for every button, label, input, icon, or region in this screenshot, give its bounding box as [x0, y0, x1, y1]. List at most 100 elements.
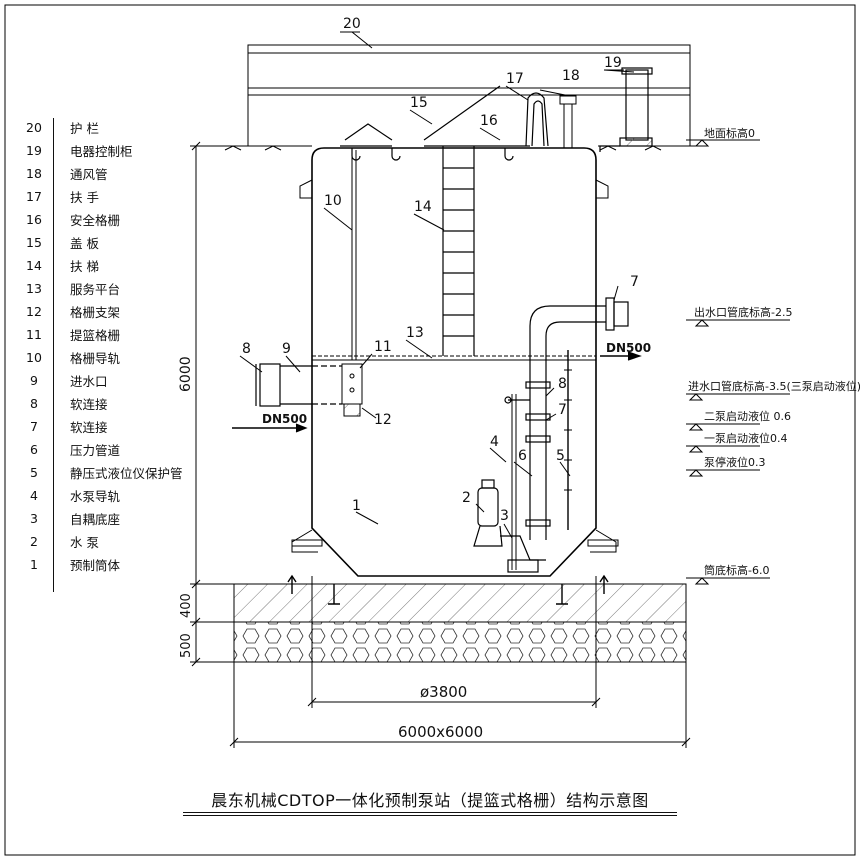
legend-item: 14 扶 梯	[14, 254, 214, 277]
callout-9: 9	[282, 341, 291, 357]
legend-label: 服务平台	[70, 282, 121, 297]
ladder	[442, 146, 475, 356]
callout-5: 5	[556, 448, 565, 464]
legend-item: 1 预制筒体	[14, 553, 214, 576]
legend-label: 进水口	[70, 374, 108, 389]
dim-slab1: 400	[179, 593, 194, 618]
legend-number: 5	[30, 465, 38, 480]
legend-number: 15	[26, 235, 42, 250]
legend-item: 11 提篮格栅	[14, 323, 214, 346]
level-ground: 地面标高0	[704, 126, 755, 140]
dn-inlet: DN500	[262, 412, 307, 426]
legend-label: 提篮格栅	[70, 328, 121, 343]
callout-19: 19	[604, 55, 622, 71]
legend-number: 2	[30, 534, 38, 549]
legend-label: 扶 梯	[70, 259, 99, 274]
callout-6: 6	[518, 448, 527, 464]
callout-13: 13	[406, 325, 424, 341]
callout-18: 18	[562, 68, 580, 84]
callout-1: 1	[352, 498, 361, 514]
callout-8-right: 8	[558, 376, 567, 392]
inlet-pipe	[232, 363, 342, 433]
guardrail	[247, 44, 691, 146]
legend-label: 软连接	[70, 420, 108, 435]
tank-body	[311, 147, 597, 577]
legend-label: 静压式液位仪保护管	[70, 466, 183, 481]
pressure-pipe	[504, 297, 642, 540]
callout-14: 14	[414, 199, 432, 215]
handrail	[525, 92, 549, 147]
legend-divider	[53, 118, 54, 592]
callout-leaders	[239, 31, 635, 539]
legend-label: 通风管	[70, 167, 108, 182]
legend-number: 4	[30, 488, 38, 503]
legend-label: 软连接	[70, 397, 108, 412]
legend-number: 7	[30, 419, 38, 434]
legend-number: 16	[26, 212, 42, 227]
legend-number: 17	[26, 189, 42, 204]
legend-item: 8 软连接	[14, 392, 214, 415]
legend-number: 14	[26, 258, 42, 273]
legend-label: 水 泵	[70, 535, 99, 550]
legend-label: 预制筒体	[70, 558, 121, 573]
legend-label: 水泵导轨	[70, 489, 121, 504]
control-cabinet	[599, 67, 653, 152]
tank-lugs	[291, 179, 619, 553]
legend-item: 7 软连接	[14, 415, 214, 438]
callout-2: 2	[462, 490, 471, 506]
legend-item: 5 静压式液位仪保护管	[14, 461, 214, 484]
diagram-title: 晨东机械CDTOP一体化预制泵站（提篮式格栅）结构示意图	[211, 791, 649, 810]
legend-label: 电器控制柜	[70, 144, 133, 159]
level-inlet: 进水口管底标高-3.5(三泵启动液位)	[688, 379, 860, 393]
water-pump	[473, 479, 546, 573]
callout-7-lower: 7	[558, 402, 567, 418]
grille-rail	[341, 150, 363, 417]
legend-item: 18 通风管	[14, 162, 214, 185]
pump-rail	[511, 350, 572, 570]
callout-4: 4	[490, 434, 499, 450]
level-markers	[686, 139, 790, 585]
title-underline-2	[183, 815, 677, 816]
legend-label: 盖 板	[70, 236, 99, 251]
legend-number: 20	[26, 120, 42, 135]
callout-20: 20	[343, 16, 361, 32]
level-two-pump: 二泵启动液位 0.6	[704, 409, 791, 423]
legend-number: 12	[26, 304, 42, 319]
legend-item: 20 护 栏	[14, 116, 214, 139]
callout-3: 3	[500, 508, 509, 524]
legend-item: 19 电器控制柜	[14, 139, 214, 162]
legend-item: 15 盖 板	[14, 231, 214, 254]
callout-8-left: 8	[242, 341, 251, 357]
legend-number: 3	[30, 511, 38, 526]
legend-label: 安全格栅	[70, 213, 121, 228]
legend-label: 护 栏	[70, 121, 99, 136]
foundation	[190, 574, 687, 663]
dn-outlet: DN500	[606, 341, 651, 355]
dim-footprint: 6000x6000	[398, 723, 483, 741]
dim-height: 6000	[178, 356, 194, 392]
callout-12: 12	[374, 412, 392, 428]
dim-diameter: ø3800	[420, 683, 467, 701]
legend-number: 19	[26, 143, 42, 158]
callout-16: 16	[480, 113, 498, 129]
callout-10: 10	[324, 193, 342, 209]
legend-item: 9 进水口	[14, 369, 214, 392]
legend-number: 11	[26, 327, 42, 342]
legend-number: 18	[26, 166, 42, 181]
level-outlet: 出水口管底标高-2.5	[694, 305, 792, 319]
level-bottom: 筒底标高-6.0	[704, 563, 769, 577]
legend-number: 9	[30, 373, 38, 388]
callout-11: 11	[374, 339, 392, 355]
callout-15: 15	[410, 95, 428, 111]
legend-number: 8	[30, 396, 38, 411]
legend-number: 1	[30, 557, 38, 572]
dim-slab2: 500	[179, 633, 194, 658]
legend-number: 6	[30, 442, 38, 457]
legend-item: 16 安全格栅	[14, 208, 214, 231]
legend-label: 压力管道	[70, 443, 121, 458]
legend-item: 2 水 泵	[14, 530, 214, 553]
